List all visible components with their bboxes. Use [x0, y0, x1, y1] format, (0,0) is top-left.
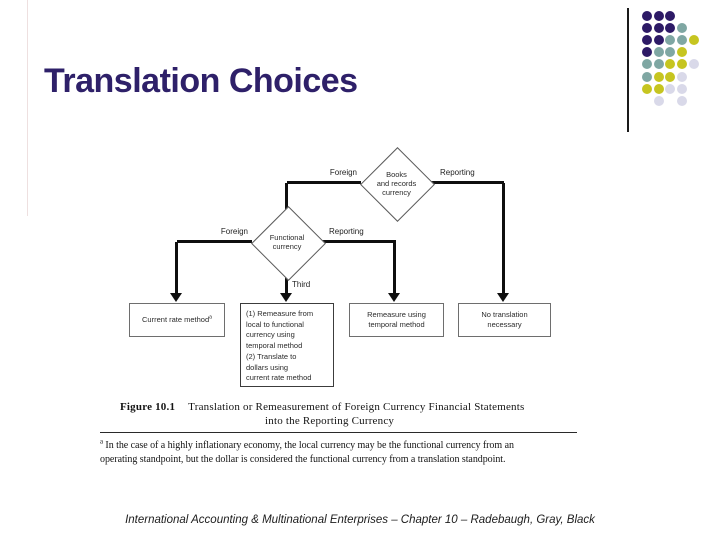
- decoration-dot: [677, 95, 688, 106]
- arrow-down-icon: [280, 293, 292, 302]
- decoration-dot: [677, 47, 688, 58]
- arrow-down-icon: [170, 293, 182, 302]
- decoration-dot: [688, 59, 699, 70]
- connector-functional-foreign-horizontal: [177, 240, 252, 243]
- figure-caption-number: Figure 10.1: [120, 401, 176, 413]
- slide-title: Translation Choices: [44, 62, 358, 100]
- decoration-dot: [653, 59, 664, 70]
- decoration-dot: [665, 59, 676, 70]
- decoration-dot: [653, 47, 664, 58]
- outcome-box-current-rate-method-label: Current rate methoda: [142, 314, 212, 324]
- decoration-dot: [653, 11, 664, 21]
- decoration-dot: [677, 35, 688, 46]
- decoration-dot: [677, 71, 688, 82]
- outcome-box-remeasure-temporal: Remeasure using temporal method: [349, 303, 444, 337]
- connector-functional-reporting-horizontal: [322, 240, 396, 243]
- footnote-text: In the case of a highly inflationary eco…: [100, 440, 514, 465]
- decoration-dot: [653, 71, 664, 82]
- branch-label-reporting-mid: Reporting: [329, 227, 364, 236]
- decoration-dot: [665, 35, 676, 46]
- decoration-dot: [642, 35, 652, 46]
- decoration-dot: [677, 23, 688, 34]
- branch-label-reporting-top: Reporting: [440, 168, 475, 177]
- connector-books-reporting-horizontal: [431, 181, 504, 184]
- decoration-vertical-line: [627, 8, 629, 132]
- footnote-marker: a: [100, 438, 103, 446]
- decoration-dot: [665, 11, 676, 21]
- decoration-dot: [642, 71, 652, 82]
- outcome-box-remeasure-translate: (1) Remeasure from local to functional c…: [240, 303, 334, 387]
- figure-caption-line2: into the Reporting Currency: [265, 415, 395, 427]
- connector-functional-foreign-vertical: [175, 242, 178, 294]
- decoration-dot: [642, 83, 652, 94]
- connector-books-reporting-vertical: [502, 183, 505, 294]
- decoration-dot: [653, 95, 664, 106]
- figure-caption-text: Translation or Remeasurement of Foreign …: [188, 401, 525, 413]
- branch-label-foreign-mid: Foreign: [220, 227, 248, 236]
- decoration-dot: [665, 23, 676, 34]
- decoration-dot: [642, 47, 652, 58]
- left-edge-accent-line: [27, 0, 28, 216]
- decoration-dot: [665, 71, 676, 82]
- decoration-dot: [642, 59, 652, 70]
- connector-books-foreign-vertical: [285, 183, 288, 210]
- outcome-box-no-translation: No translation necessary: [458, 303, 551, 337]
- outcome-box-current-rate-method: Current rate methoda: [129, 303, 225, 337]
- connector-books-foreign-horizontal: [287, 181, 361, 184]
- connector-functional-third-vertical: [285, 275, 288, 294]
- decoration-dot: [665, 47, 676, 58]
- decision-diamond-functional-currency-label: Functional currency: [269, 233, 305, 251]
- arrow-down-icon: [388, 293, 400, 302]
- branch-label-third: Third: [292, 280, 311, 289]
- decoration-dot: [653, 83, 664, 94]
- decoration-dot: [665, 83, 676, 94]
- arrow-down-icon: [497, 293, 509, 302]
- branch-label-foreign-top: Foreign: [329, 168, 357, 177]
- slide-footer: International Accounting & Multinational…: [125, 514, 595, 526]
- figure-footnote: a In the case of a highly inflationary e…: [100, 439, 587, 466]
- decoration-dot: [653, 35, 664, 46]
- decoration-dot: [677, 83, 688, 94]
- decoration-dot: [677, 59, 688, 70]
- connector-functional-reporting-vertical: [393, 242, 396, 294]
- footnote-divider-rule: [100, 432, 577, 433]
- figure-caption-line1: Figure 10.1 Translation or Remeasurement …: [120, 401, 524, 413]
- decoration-dot: [642, 23, 652, 34]
- decoration-dot: [642, 11, 652, 21]
- decoration-dot: [653, 23, 664, 34]
- decision-diamond-books-records-label: Books and records currency: [376, 170, 417, 197]
- decoration-dot: [688, 35, 699, 46]
